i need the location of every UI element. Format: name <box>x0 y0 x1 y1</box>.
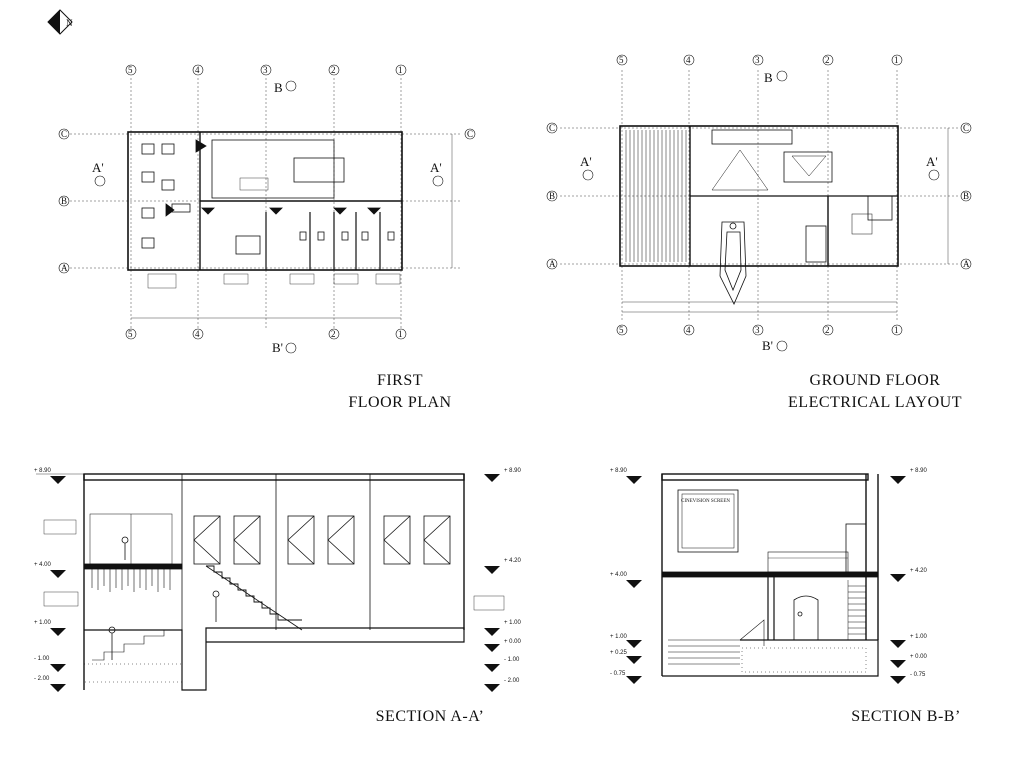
gf-grid-1-bottom: 1 <box>894 325 899 335</box>
gf-grid-5-bottom: 5 <box>619 325 624 335</box>
bb-level-right-1: + 4.20 <box>910 568 928 574</box>
gf-grid-3-top: 3 <box>755 55 760 65</box>
ff-grid-4-bottom: 4 <box>195 329 200 339</box>
person-figure-icon <box>212 590 220 622</box>
aa-level-right-2: + 1.00 <box>504 620 522 626</box>
aa-level-left-4: - 2.00 <box>34 676 50 682</box>
bb-level-left-0: + 8.90 <box>610 468 628 474</box>
gf-axis-labels: 5 4 3 2 1 5 4 3 2 1 C B A C B A A' A' B … <box>546 54 972 353</box>
ff-grid-3-top: 3 <box>263 65 268 75</box>
person-figure-icon <box>108 626 116 660</box>
bb-level-left-4: - 0.75 <box>610 671 626 677</box>
first-floor-title: FIRST FLOOR PLAN <box>300 370 500 414</box>
ff-grid-2-bottom: 2 <box>331 329 336 339</box>
ff-grid-a-left: A <box>61 263 68 273</box>
first-floor-plan <box>70 78 462 328</box>
aa-level-left-2: + 1.00 <box>34 620 52 626</box>
gf-grid-1-top: 1 <box>894 55 899 65</box>
ff-grid-c-left: C <box>61 129 67 139</box>
gf-grid-a-left: A <box>549 259 556 269</box>
aa-level-right-0: + 8.90 <box>504 468 522 474</box>
ff-grid-2-top: 2 <box>331 65 336 75</box>
gf-grid-a-right: A <box>963 259 970 269</box>
ff-grid-b-left: B <box>61 196 67 206</box>
cinevision-screen-label: CINEVISION SCREEN <box>681 499 730 504</box>
first-floor-title-line1: FIRST <box>376 372 424 389</box>
section-aa-windows <box>193 515 451 565</box>
ground-floor-title: GROUND FLOOR ELECTRICAL LAYOUT <box>760 370 990 414</box>
person-figure-icon <box>121 536 129 560</box>
bb-level-left-3: + 0.25 <box>610 650 628 656</box>
gf-grid-2-top: 2 <box>825 55 830 65</box>
aa-level-left-3: - 1.00 <box>34 656 50 662</box>
ff-section-b-bottom: B' <box>272 340 283 355</box>
north-arrow-icon: N <box>47 9 73 35</box>
section-bb <box>661 473 879 677</box>
aa-level-left-1: + 4.00 <box>34 562 52 568</box>
ff-grid-5-top: 5 <box>128 65 133 75</box>
bb-level-right-2: + 1.00 <box>910 634 928 640</box>
ff-section-b-top: B <box>274 80 283 95</box>
gf-grid-b-left: B <box>549 191 555 201</box>
gf-section-b-top: B <box>764 70 773 85</box>
bb-level-left-2: + 1.00 <box>610 634 628 640</box>
gf-grid-c-left: C <box>549 123 555 133</box>
gf-section-b-bottom: B' <box>762 338 773 353</box>
gf-section-a-left: A' <box>580 154 592 169</box>
boat-icon <box>719 221 747 305</box>
gf-grid-b-right: B <box>963 191 969 201</box>
gf-grid-3-bottom: 3 <box>755 325 760 335</box>
gf-grid-4-bottom: 4 <box>686 325 691 335</box>
ground-floor-title-line1: GROUND FLOOR <box>809 372 941 389</box>
gf-section-a-right: A' <box>926 154 938 169</box>
section-aa-levels: + 8.90 + 4.00 + 1.00 - 1.00 - 2.00 + 8.9… <box>34 468 522 692</box>
bb-level-left-1: + 4.00 <box>610 572 628 578</box>
aa-level-left-0: + 8.90 <box>34 468 52 474</box>
north-label: N <box>66 18 73 28</box>
gf-grid-c-right: C <box>963 123 969 133</box>
ff-grid-1-top: 1 <box>398 65 403 75</box>
bb-level-right-3: + 0.00 <box>910 654 928 660</box>
section-aa-title: SECTION A-A’ <box>375 708 485 725</box>
ff-section-a-right: A' <box>430 160 442 175</box>
aa-level-right-4: - 1.00 <box>504 657 520 663</box>
gf-grid-5-top: 5 <box>619 55 624 65</box>
ff-axis-labels: 5 4 3 2 1 5 4 2 1 C B A C A' A' B B' <box>58 64 476 355</box>
aa-level-right-1: + 4.20 <box>504 558 522 564</box>
ff-grid-5-bottom: 5 <box>128 329 133 339</box>
gf-grid-2-bottom: 2 <box>825 325 830 335</box>
gf-stair-hatch <box>625 130 687 262</box>
bb-level-right-0: + 8.90 <box>910 468 928 474</box>
ff-grid-c-right: C <box>467 129 473 139</box>
bb-level-right-4: - 0.75 <box>910 672 926 678</box>
aa-level-right-3: + 0.00 <box>504 639 522 645</box>
gf-grid-4-top: 4 <box>686 55 691 65</box>
ff-grid-4-top: 4 <box>195 65 200 75</box>
section-bb-title: SECTION B-B’ <box>851 708 961 725</box>
section-aa <box>43 473 505 691</box>
aa-level-right-5: - 2.00 <box>504 678 520 684</box>
ground-floor-plan <box>560 70 960 322</box>
ff-grid-vertical <box>130 78 402 328</box>
first-floor-title-line2: FLOOR PLAN <box>348 394 452 411</box>
ground-floor-title-line2: ELECTRICAL LAYOUT <box>788 394 962 411</box>
section-bb-levels: + 8.90 + 4.00 + 1.00 + 0.25 - 0.75 + 8.9… <box>610 468 928 684</box>
ff-section-a-left: A' <box>92 160 104 175</box>
ff-grid-1-bottom: 1 <box>398 329 403 339</box>
